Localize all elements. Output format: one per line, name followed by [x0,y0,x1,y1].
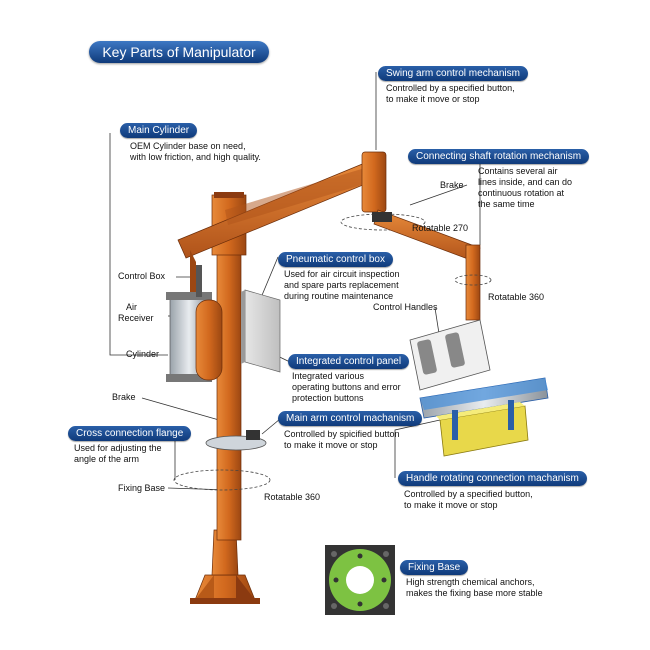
label-rotatable-270: Rotatable 270 [412,223,469,233]
base-rotation-ring [173,469,271,491]
callout-swing-arm-text: Controlled by a specified button, to mak… [386,83,515,105]
text-line: Controlled by spicified button [284,429,400,439]
main-arm [177,151,387,300]
fixing-base-plate [325,545,395,615]
diagram-title: Key Parts of Manipulator Arm [89,41,269,82]
text-line: Controlled by a specified button, [404,489,533,499]
callout-integrated-panel-heading: Integrated control panel [288,354,410,369]
swing-arm [340,209,492,321]
label-control-box: Control Box [118,271,166,281]
text-line: continuous rotation at [478,188,565,198]
text-line: to make it move or stop [386,94,480,104]
text-line: operating buttons and error [292,382,401,392]
label-brake-left: Brake [112,392,136,402]
label-fixing-base: Fixing Base [118,483,166,493]
label-air-2: Receiver [118,313,154,323]
text-line: Controlled by a specified button, [386,83,515,93]
text-line: protection buttons [292,393,364,403]
text-line: to make it move or stop [404,500,498,510]
text-line: Contains several air [478,166,558,176]
text-line: lines inside, and can do [478,177,573,187]
callout-handle-rotating-text: Controlled by a specified button, to mak… [404,489,533,511]
callout-fixing-base-text: High strength chemical anchors, makes th… [406,577,543,599]
callout-main-arm-text: Controlled by spicified button to make i… [284,429,400,451]
callout-fixing-base-heading: Fixing Base [400,560,469,575]
label-control-handles: Control Handles [373,302,438,312]
callout-connecting-shaft-heading: Connecting shaft rotation mechanism [408,149,590,164]
callout-swing-arm-heading: Swing arm control mechanism [378,66,528,81]
gripper-assembly [409,319,549,457]
pneumatic-control-box [241,289,281,373]
callout-connecting-shaft-text: Contains several air lines inside, and c… [478,166,572,210]
text-line: High strength chemical anchors, [406,577,535,587]
text-line: makes the fixing base more stable [406,588,543,598]
text-line: during routine maintenance [284,291,394,301]
callout-main-cylinder-text: OEM Cylinder base on need, with low fric… [130,141,261,163]
brake-block-left [246,430,260,440]
text-line: the same time [478,199,535,209]
callout-pneumatic-box-text: Used for air circuit inspection and spar… [284,269,400,302]
text-line: with low friction, and high quality. [130,152,261,162]
label-cylinder: Cylinder [126,349,160,359]
callout-main-arm-heading: Main arm control machanism [278,411,423,426]
cylinder-assembly [166,265,223,382]
pedestal-base [190,529,260,604]
callout-cross-flange-text: Used for adjusting the angle of the arm [74,443,162,465]
callout-integrated-panel-text: Integrated various operating buttons and… [292,371,401,404]
text-line: Integrated various [292,371,365,381]
callout-cross-flange-heading: Cross connection flange [68,426,192,441]
callout-main-cylinder-heading: Main Cylinder [120,123,198,138]
callout-pneumatic-box-heading: Pneumatic control box [278,252,393,267]
text-line: Used for air circuit inspection [284,269,400,279]
label-rotatable-360-arm: Rotatable 360 [488,292,545,302]
text-line: Used for adjusting the [74,443,162,453]
leader-lines [109,72,481,491]
label-brake-top: Brake [440,180,464,190]
text-line: angle of the arm [74,454,140,464]
label-air-1: Air [126,302,137,312]
text-line: and spare parts replacement [284,280,399,290]
callout-handle-rotating-heading: Handle rotating connection machanism [398,471,587,486]
label-rotatable-360-base: Rotatable 360 [264,492,321,502]
text-line: OEM Cylinder base on need, [130,141,246,151]
text-line: to make it move or stop [284,440,378,450]
